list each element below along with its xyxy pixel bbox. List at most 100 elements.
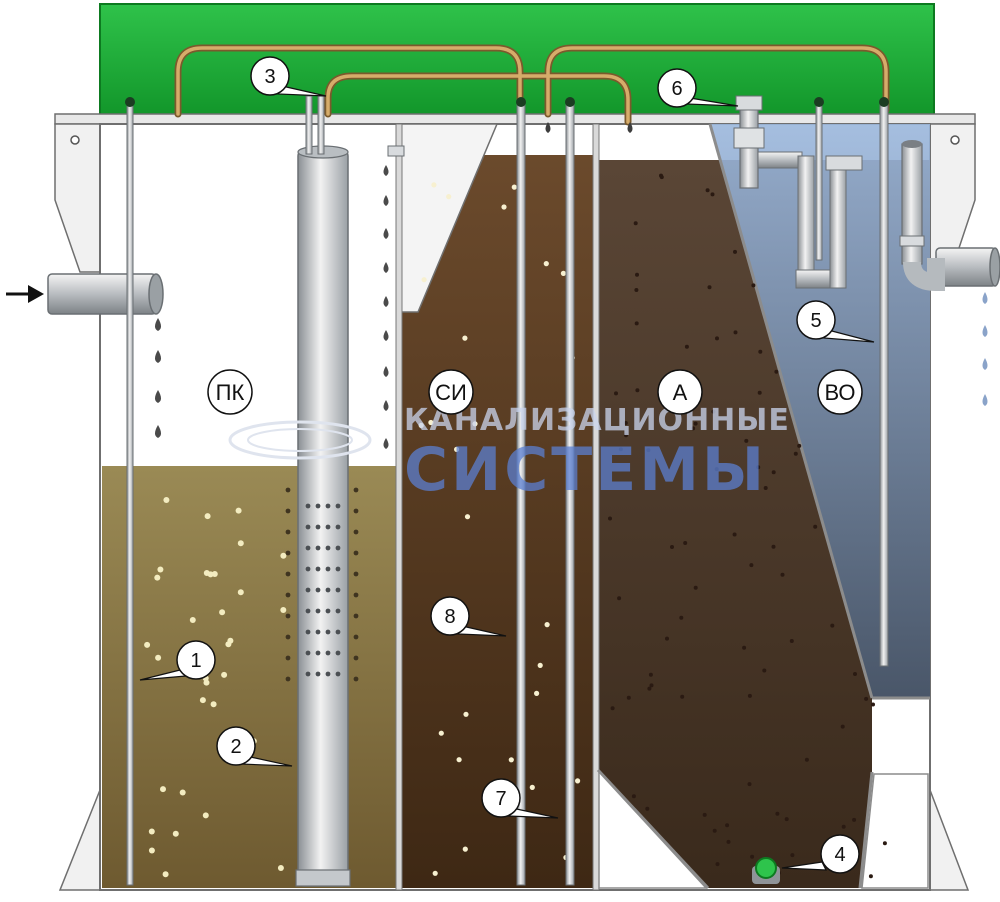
chamber-vo-liquid (710, 124, 930, 698)
aerator-hole (325, 650, 331, 656)
air-bubble (353, 571, 359, 577)
particle (804, 757, 809, 762)
airlift-tube-7 (516, 97, 526, 886)
callout-7-text: 7 (495, 788, 506, 810)
particle (221, 671, 228, 678)
particle (780, 572, 785, 577)
particle (774, 369, 779, 374)
aerator-hole (305, 524, 311, 530)
particle (210, 701, 217, 708)
particle (756, 465, 761, 470)
aerator-hole (315, 650, 321, 656)
zone-label-a: А (657, 369, 703, 415)
particle (280, 607, 287, 613)
a-funnel-left (596, 768, 710, 890)
callout-5-text: 5 (810, 310, 821, 332)
callout-6: 6 (657, 68, 739, 108)
callout-8-text: 8 (444, 606, 455, 628)
aeration-element-4 (752, 857, 780, 884)
particle (237, 589, 244, 596)
particle (683, 541, 688, 545)
particle (277, 865, 284, 871)
particle (160, 786, 166, 793)
particle (733, 249, 737, 254)
air-bubble (285, 676, 291, 682)
particle (784, 817, 789, 822)
particle (155, 654, 162, 661)
aerator-hole (305, 608, 311, 614)
aerator-hole (315, 629, 321, 635)
particle (635, 272, 639, 277)
particle (534, 690, 540, 697)
particle (462, 335, 468, 341)
tank-rim (54, 113, 976, 125)
air-bubble (285, 592, 291, 598)
aerator-hole (305, 650, 311, 656)
particle (144, 641, 151, 648)
callout-1-text: 1 (190, 650, 201, 672)
particle (446, 194, 452, 200)
aerator-hole (305, 545, 311, 551)
particle (537, 662, 543, 669)
particle (797, 443, 802, 448)
particle (610, 706, 615, 711)
air-bubble (285, 655, 291, 661)
air-bubble (285, 508, 291, 514)
particle (626, 695, 631, 700)
particle (665, 636, 669, 641)
particle (472, 421, 478, 427)
aerator-hole (335, 503, 341, 509)
zone-label-si: СИ (428, 369, 474, 415)
air-bubble (285, 487, 291, 493)
particle (235, 507, 242, 514)
a-particles (608, 173, 887, 879)
particle (714, 467, 719, 472)
outlet-pipe (935, 247, 1000, 287)
particle (726, 839, 731, 844)
aerator-hole (325, 503, 331, 509)
air-bubble (353, 508, 359, 514)
particle (614, 391, 618, 396)
particle (790, 853, 795, 858)
particle (742, 645, 747, 650)
aerator-hole (325, 629, 331, 635)
particle (853, 672, 857, 676)
aerator-hole (305, 587, 311, 593)
particle (227, 637, 234, 644)
zone-label-a-text: А (673, 380, 688, 405)
airlift-tube-8 (565, 97, 575, 886)
aerator-hole (305, 671, 311, 677)
particle (148, 847, 155, 854)
sludge-tube-1 (125, 97, 135, 886)
air-bubble (353, 613, 359, 619)
aerator-hole (335, 524, 341, 530)
particle (771, 470, 776, 475)
outlet-drops (982, 292, 988, 406)
aerator-hole (325, 608, 331, 614)
particle (751, 283, 756, 288)
aerator-hole (315, 545, 321, 551)
particle (463, 711, 469, 717)
particle (693, 421, 698, 426)
particle (280, 552, 287, 559)
zone-label-vo: ВО (817, 369, 863, 415)
particle (684, 344, 689, 349)
air-bubble (353, 634, 359, 640)
particle (864, 696, 869, 701)
particle (428, 419, 434, 426)
air-bubble (353, 592, 359, 598)
particle (623, 421, 628, 425)
aerator-hole (315, 608, 321, 614)
particle (456, 757, 462, 763)
aerator-hole (335, 545, 341, 551)
aerator-hole (315, 524, 321, 530)
particle (871, 702, 875, 707)
callout-1: 1 (139, 640, 216, 681)
particle (207, 571, 214, 578)
aerator-hole (335, 608, 341, 614)
particle (543, 261, 549, 267)
a-funnel-corner-left (598, 770, 708, 889)
air-drops (545, 122, 633, 133)
particle (679, 615, 684, 620)
